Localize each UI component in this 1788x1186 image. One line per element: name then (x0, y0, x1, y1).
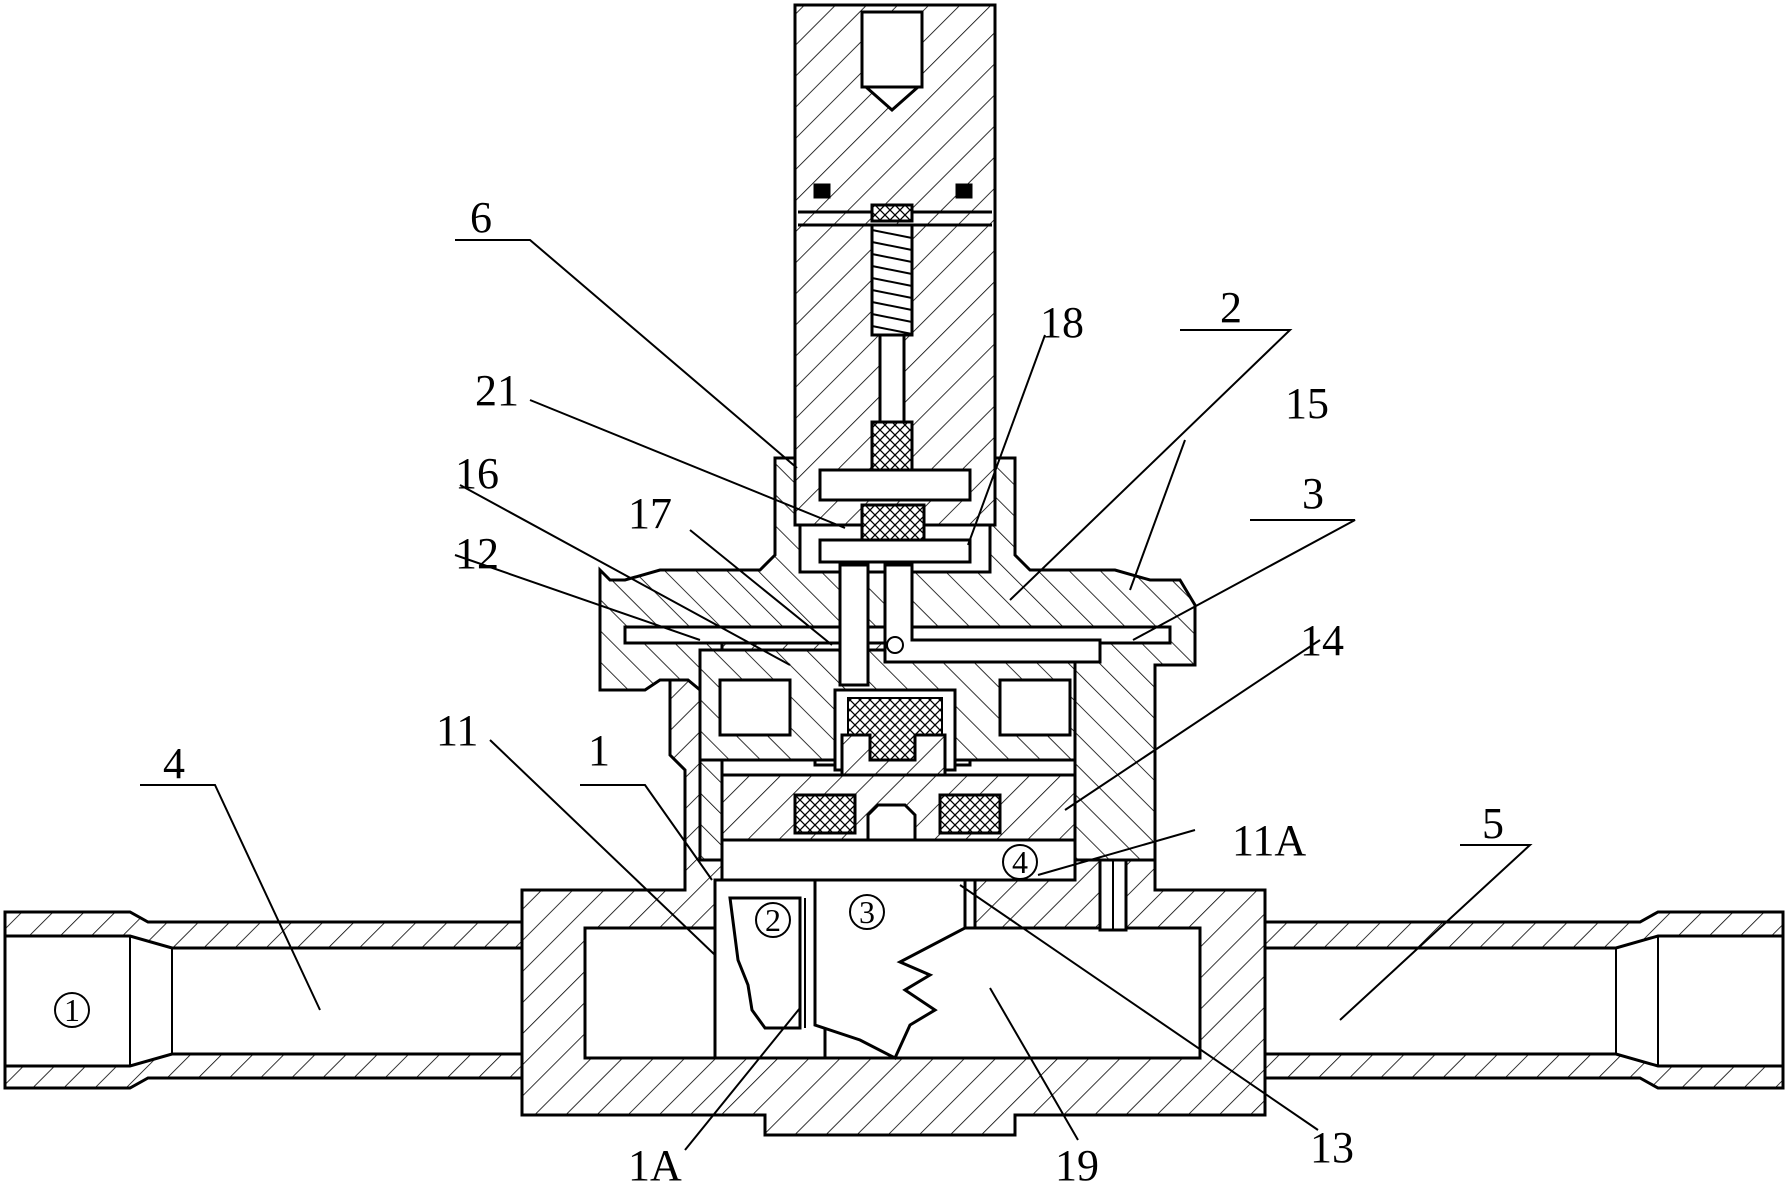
port-marker-3: 3 (849, 894, 885, 930)
svg-text:1: 1 (64, 992, 80, 1028)
label-18: 18 (1040, 298, 1084, 347)
label-1: 1 (588, 726, 610, 775)
svg-text:2: 2 (765, 902, 781, 938)
right-pipe (1198, 910, 1785, 1090)
label-6: 6 (470, 193, 492, 242)
cap-channels (838, 563, 1102, 687)
port-markers: 1 2 3 4 (54, 844, 1038, 1028)
label-3: 3 (1302, 469, 1324, 518)
solenoid-tube (793, 3, 997, 564)
central-spring-piston (833, 688, 957, 777)
leader-lines (140, 239, 1533, 1151)
label-11a: 11A (1232, 816, 1306, 865)
label-17: 17 (628, 489, 672, 538)
label-14: 14 (1300, 616, 1344, 665)
port-marker-2: 2 (755, 902, 791, 938)
valve-core (728, 878, 967, 1061)
label-1a: 1A (628, 1141, 682, 1186)
label-19: 19 (1055, 1141, 1099, 1186)
label-4: 4 (163, 739, 185, 788)
label-2: 2 (1220, 283, 1242, 332)
label-16: 16 (455, 449, 499, 498)
label-12: 12 (455, 529, 499, 578)
svg-text:4: 4 (1012, 844, 1028, 880)
label-15: 15 (1285, 379, 1329, 428)
label-21: 21 (475, 366, 519, 415)
port-marker-1: 1 (54, 992, 90, 1028)
label-5: 5 (1482, 799, 1504, 848)
label-13: 13 (1310, 1123, 1354, 1172)
part-labels: 6 18 2 21 15 16 17 3 12 14 11 1 11A 4 5 … (163, 193, 1504, 1186)
label-11: 11 (436, 706, 478, 755)
left-pipe (3, 910, 587, 1090)
port-marker-4: 4 (1002, 844, 1038, 880)
svg-text:3: 3 (859, 894, 875, 930)
